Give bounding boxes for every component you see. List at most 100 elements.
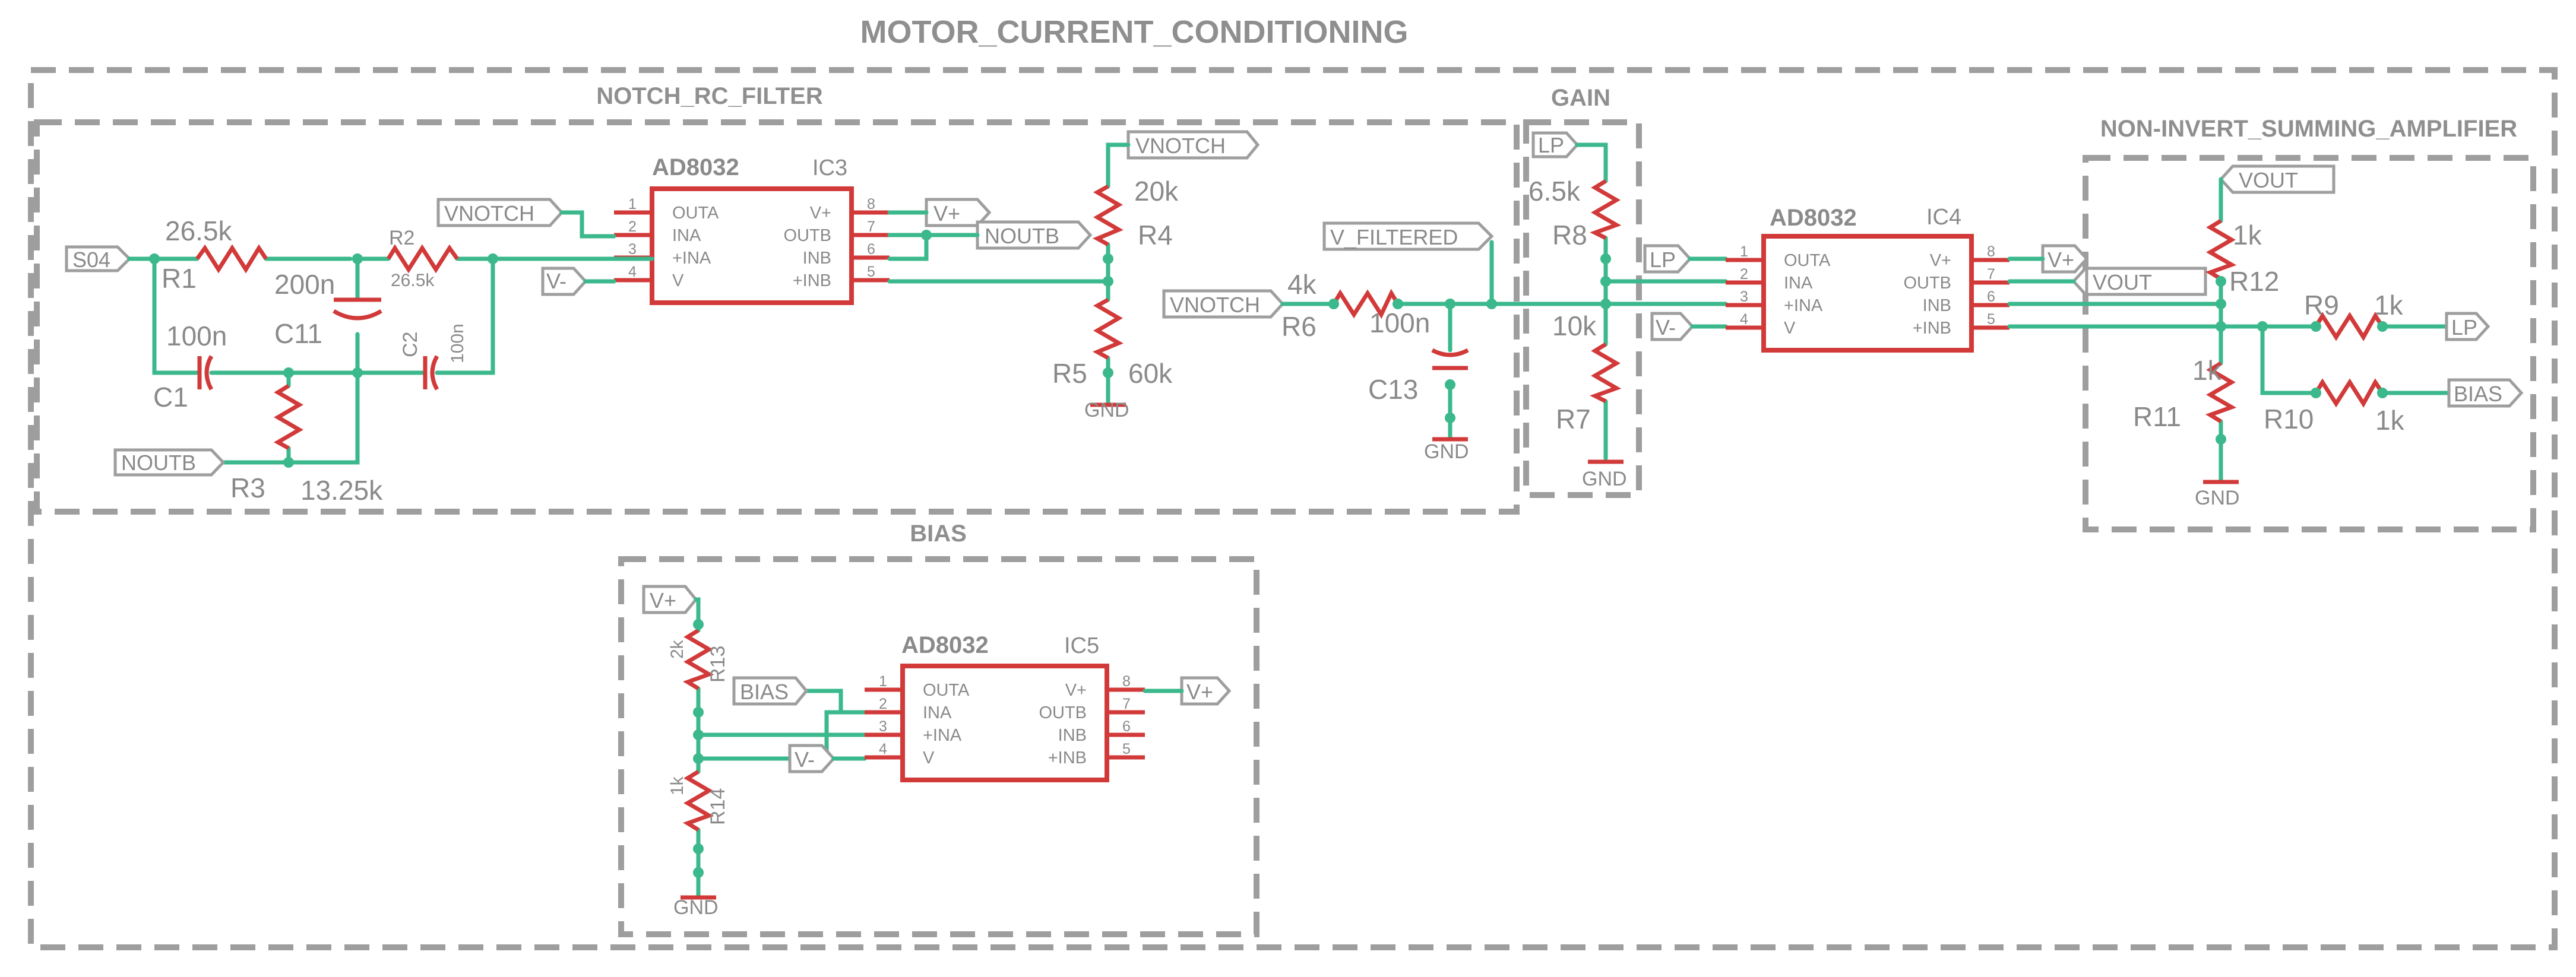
ic5-pin-5-number: 5 [1122,741,1131,757]
ic4-pin-7-name: OUTB [1903,274,1951,293]
ic3-pin-2-number: 2 [628,218,637,235]
ic3-pin-8-number: 8 [867,196,875,212]
gain-wires [1489,142,1608,461]
r5-value: 60k [1128,358,1173,389]
net-label-noutb-notch-text: NOUTB [121,451,196,475]
r12-ref: R12 [2229,266,2279,297]
c2-value: 100n [448,323,467,363]
ic3-body [650,186,854,305]
c11-ref: C11 [274,318,322,349]
ic4-pin-6-name: INB [1923,296,1951,315]
net-label-lp-ic4-text: LP [1650,248,1676,272]
schematic-title: MOTOR_CURRENT_CONDITIONING [860,14,1408,50]
r4-value: 20k [1134,176,1179,207]
ic4-pin-6-number: 6 [1987,288,1995,305]
ic4-pin-4-name: V [1784,319,1796,338]
net-label-s04 [65,245,132,272]
bias-section: V+ R13 2k R14 1k GND BIAS V- AD8032 IC5 … [642,585,1232,919]
ic3-right-wires [887,210,1110,284]
bias-frame [618,556,1259,937]
c2-ref: C2 [399,332,422,357]
ic4-ref: IC4 [1926,205,1961,230]
ic4-pin-7-number: 7 [1987,266,1995,283]
net-label-vplus-ic4-text: V+ [2047,248,2074,272]
capacitor-c13 [1431,348,1469,370]
r4-ref: R4 [1138,220,1173,250]
resistor-r7 [1590,342,1622,404]
ic3-pin-7-number: 7 [867,218,875,235]
notch-frame-title: NOTCH_RC_FILTER [596,83,823,109]
ic5-body [900,664,1109,782]
resistor-r14 [682,770,714,832]
ic4-pin-3-name: +INA [1784,296,1823,315]
c1-value: 100n [166,321,227,351]
ic5-pin-7-number: 7 [1122,696,1131,712]
notch-frame [34,119,1520,515]
ic5-pin-4-number: 4 [879,741,887,757]
r8-value: 6.5k [1528,176,1581,207]
net-label-vout-ic4-box [2085,267,2207,296]
net-label-noutb-ic3-text: NOUTB [985,224,1059,248]
ic5-pin-7-name: OUTB [1039,703,1087,722]
net-label-vminus-ic3-text: V- [546,269,567,293]
bias-wires [694,597,867,897]
ic4-pin-5-name: +INB [1913,319,1951,338]
ic3-pin-1-name: OUTA [672,204,719,223]
ic5-pin-6-name: INB [1058,726,1087,745]
bias-frame-title: BIAS [910,521,967,547]
ic5-pin-2-number: 2 [879,696,887,712]
gain-section: LP 6.5k R8 10k R7 GND [1486,131,1627,490]
ic5-pin-1-name: OUTA [923,681,970,700]
r2-value: 26.5k [391,271,435,290]
ic3-pin-3-name: +INA [672,249,711,268]
gnd-label-bias: GND [673,896,719,919]
ic3-pin-4-number: 4 [628,264,637,280]
net-label-vplus-bias-text: V+ [650,588,676,613]
ic5-ref: IC5 [1064,633,1099,658]
ic3-part: AD8032 [652,154,739,180]
resistor-r6 [1332,288,1400,319]
r1-value: 26.5k [165,215,233,246]
net-label-vout-top [2219,164,2336,194]
net-label-vout-top-text: VOUT [2239,168,2298,192]
ic5-pin-4-name: V [923,748,935,767]
resistor-r10 [2314,378,2384,408]
ic4-body [1761,234,1974,353]
net-label-s04-text: S04 [72,248,110,272]
r13-ref: R13 [707,646,729,683]
net-label-v-filtered-text: V_FILTERED [1330,225,1458,249]
ic4-pin-8-number: 8 [1987,243,1995,260]
net-label-vnotch-ic3-text: VNOTCH [444,201,534,226]
r7-value: 10k [1552,310,1597,341]
ic3-pin-1-number: 1 [628,196,637,212]
net-label-vminus-ic4 [1650,312,1695,341]
r3-value: 13.25k [300,475,383,506]
gain-frame-title: GAIN [1551,85,1610,111]
summing-frame [2083,155,2536,532]
notch-filter-section: S04 26.5k R1 R2 26.5k 200n C11 100n C1 C… [65,130,1494,506]
net-label-lp-gain-text: LP [1538,133,1564,157]
capacitor-c2 [423,355,439,391]
ic3-pin-4-name: V [672,271,684,290]
ic5-pin-1-number: 1 [879,673,887,690]
ic3-pin-7-name: OUTB [783,226,831,245]
r3-ref: R3 [230,472,265,503]
r9-value: 1k [2374,290,2404,321]
ic4-left-wires [1603,256,1728,329]
net-label-lp-summing [2445,312,2490,341]
capacitor-c1 [197,355,214,391]
r14-ref: R14 [707,788,729,825]
ic5-part: AD8032 [901,632,989,658]
r5-ref: R5 [1052,358,1087,389]
r12-value: 1k [2233,220,2262,250]
net-label-vplus-ic3-text: V+ [933,201,960,226]
net-label-vnotch-top-text: VNOTCH [1135,134,1226,158]
ic5-pin-3-name: +INA [923,726,962,745]
net-label-vminus-ic5-text: V- [795,747,815,772]
net-label-vout-ic4-text: VOUT [2093,270,2152,294]
r14-value: 1k [667,776,687,795]
r6-value: 4k [1287,269,1317,300]
